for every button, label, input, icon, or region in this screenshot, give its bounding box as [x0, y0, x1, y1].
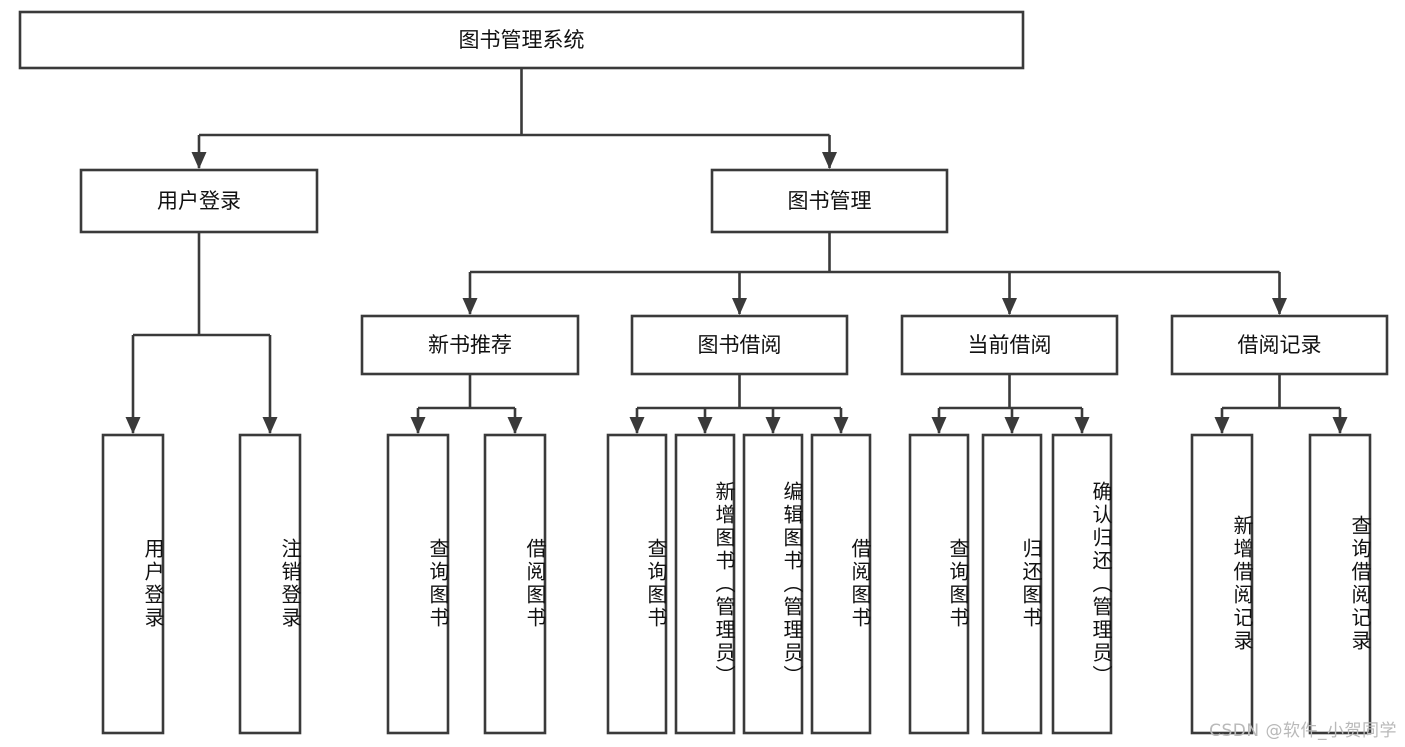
- node-current-borrow-box[interactable]: [900, 314, 1119, 376]
- node-root-label: 图书管理系统: [459, 28, 585, 52]
- arrow-current-borrow-to-leaf-query-book-3: [931, 417, 947, 434]
- arrow-user-login-to-leaf-logout: [262, 417, 278, 434]
- arrow-book-borrow-to-leaf-add-book: [697, 417, 713, 434]
- arrow-book-borrow-to-leaf-borrow-book-2: [833, 417, 849, 434]
- node-root-box[interactable]: [18, 10, 1025, 70]
- arrow-bm-to-borrow-record: [1272, 298, 1287, 315]
- arrow-book-borrow-to-leaf-edit-book: [765, 417, 781, 434]
- node-user-login-box[interactable]: [79, 168, 319, 234]
- arrow-root-to-user-login: [191, 152, 207, 169]
- node-leaf-user-login-box[interactable]: [101, 433, 165, 735]
- arrow-borrow-record-to-leaf-query-record: [1332, 417, 1348, 434]
- node-new-book-rec-label: 新书推荐: [428, 333, 512, 357]
- arrow-book-borrow-to-leaf-query-book-2: [629, 417, 645, 434]
- node-book-borrow-label: 图书借阅: [698, 333, 782, 357]
- node-leaf-edit-book-box[interactable]: [742, 433, 804, 735]
- node-user-login-label: 用户登录: [157, 189, 241, 213]
- node-leaf-query-book-3-box[interactable]: [908, 433, 970, 735]
- arrow-current-borrow-to-leaf-confirm-return: [1074, 417, 1090, 434]
- node-leaf-add-book-box[interactable]: [674, 433, 736, 735]
- boxes-layer: [18, 10, 1389, 735]
- arrow-bm-to-book-borrow: [732, 298, 747, 315]
- arrow-current-borrow-to-leaf-return-book: [1004, 417, 1020, 434]
- node-leaf-query-record-box[interactable]: [1308, 433, 1372, 735]
- node-leaf-add-record-box[interactable]: [1190, 433, 1254, 735]
- node-leaf-confirm-return-box[interactable]: [1051, 433, 1113, 735]
- node-leaf-borrow-book-1-box[interactable]: [483, 433, 547, 735]
- node-leaf-logout-box[interactable]: [238, 433, 302, 735]
- arrow-user-login-to-leaf-user-login: [125, 417, 141, 434]
- node-current-borrow-label: 当前借阅: [968, 333, 1052, 357]
- arrow-root-to-book-manage: [822, 152, 837, 169]
- node-book-manage-box[interactable]: [710, 168, 949, 234]
- node-leaf-query-book-1-box[interactable]: [386, 433, 450, 735]
- csdn-watermark: CSDN @软件_小贺同学: [1209, 721, 1397, 741]
- node-new-book-rec-box[interactable]: [360, 314, 580, 376]
- arrow-new-book-rec-to-leaf-query-book-1: [410, 417, 426, 434]
- arrow-bm-to-current-borrow: [1002, 298, 1017, 315]
- arrow-bm-to-new-book-rec: [462, 298, 478, 315]
- node-borrow-record-box[interactable]: [1170, 314, 1389, 376]
- arrow-new-book-rec-to-leaf-borrow-book-1: [507, 417, 523, 434]
- node-book-borrow-box[interactable]: [630, 314, 849, 376]
- node-leaf-borrow-book-2-box[interactable]: [810, 433, 872, 735]
- connectors-layer: [125, 68, 1348, 434]
- node-leaf-query-book-2-box[interactable]: [606, 433, 668, 735]
- arrow-borrow-record-to-leaf-add-record: [1214, 417, 1230, 434]
- node-leaf-return-book-box[interactable]: [981, 433, 1043, 735]
- node-book-manage-label: 图书管理: [788, 189, 872, 213]
- node-borrow-record-label: 借阅记录: [1238, 333, 1322, 357]
